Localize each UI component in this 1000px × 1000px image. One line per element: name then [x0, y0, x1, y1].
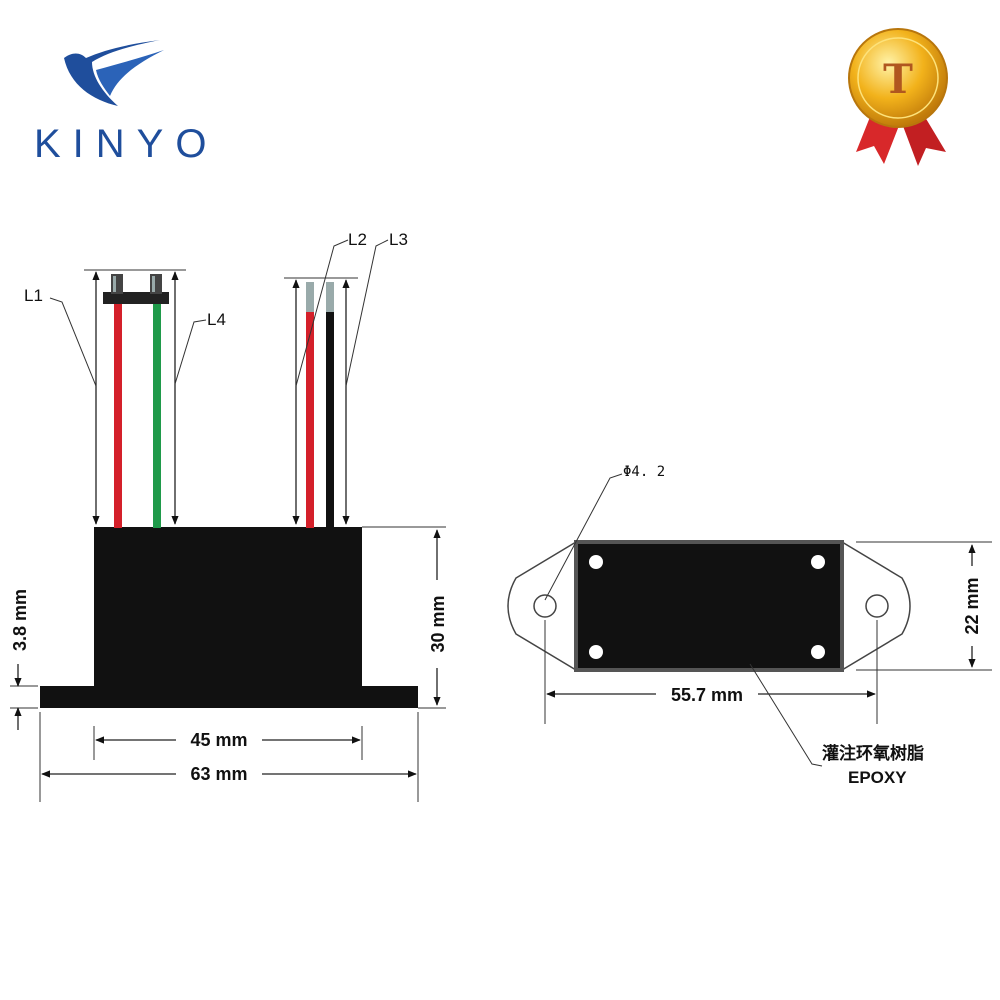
- logo-swoosh-icon: [64, 40, 160, 106]
- height-dimension: 30 mm: [428, 595, 448, 652]
- label-l4: L4: [207, 310, 226, 329]
- sensor-flange: [40, 686, 418, 708]
- hole-diameter-label: Φ4. 2: [623, 464, 665, 480]
- wire-red-l1: [114, 304, 122, 528]
- mounting-hole-right: [865, 594, 889, 618]
- terminal-dot: [589, 645, 603, 659]
- label-l2: L2: [348, 230, 367, 249]
- hole-spacing-dimension: 55.7 mm: [671, 685, 743, 705]
- overall-width-dimension: 63 mm: [190, 764, 247, 784]
- wire-black-l3: [326, 312, 334, 528]
- terminal-dot: [811, 645, 825, 659]
- top-view: Φ4. 2 22 mm 55.7 mm 灌注环氧树脂 EPOXY: [507, 464, 992, 787]
- side-view: L1 L4 L2 L3 30 mm 3.8 mm 45 mm 63 mm: [10, 230, 449, 802]
- connector-pin-2: [150, 274, 162, 294]
- flange-dimension: 3.8 mm: [10, 589, 30, 651]
- depth-dimension: 22 mm: [962, 577, 982, 634]
- medal-icon: [848, 28, 948, 128]
- top-badge: T: [848, 28, 948, 166]
- label-l1: L1: [24, 286, 43, 305]
- terminal-dot: [811, 555, 825, 569]
- body-width-dimension: 45 mm: [190, 730, 247, 750]
- epoxy-top: [574, 540, 844, 672]
- terminal-dot: [589, 555, 603, 569]
- potting-note-en: EPOXY: [848, 768, 907, 787]
- badge-letter: T: [883, 56, 913, 103]
- connector-pin-1: [111, 274, 123, 294]
- wire-green-l4: [153, 304, 161, 528]
- label-l3: L3: [389, 230, 408, 249]
- connector-housing: [103, 292, 169, 304]
- brand-name: KINYO: [34, 122, 218, 166]
- wire-red-l2: [306, 312, 314, 528]
- mounting-hole-left: [533, 594, 557, 618]
- kinyo-logo: KINYO: [34, 40, 218, 166]
- potting-note-cn: 灌注环氧树脂: [822, 743, 924, 763]
- logo-wing-icon: [96, 50, 164, 96]
- sensor-body: [94, 527, 362, 687]
